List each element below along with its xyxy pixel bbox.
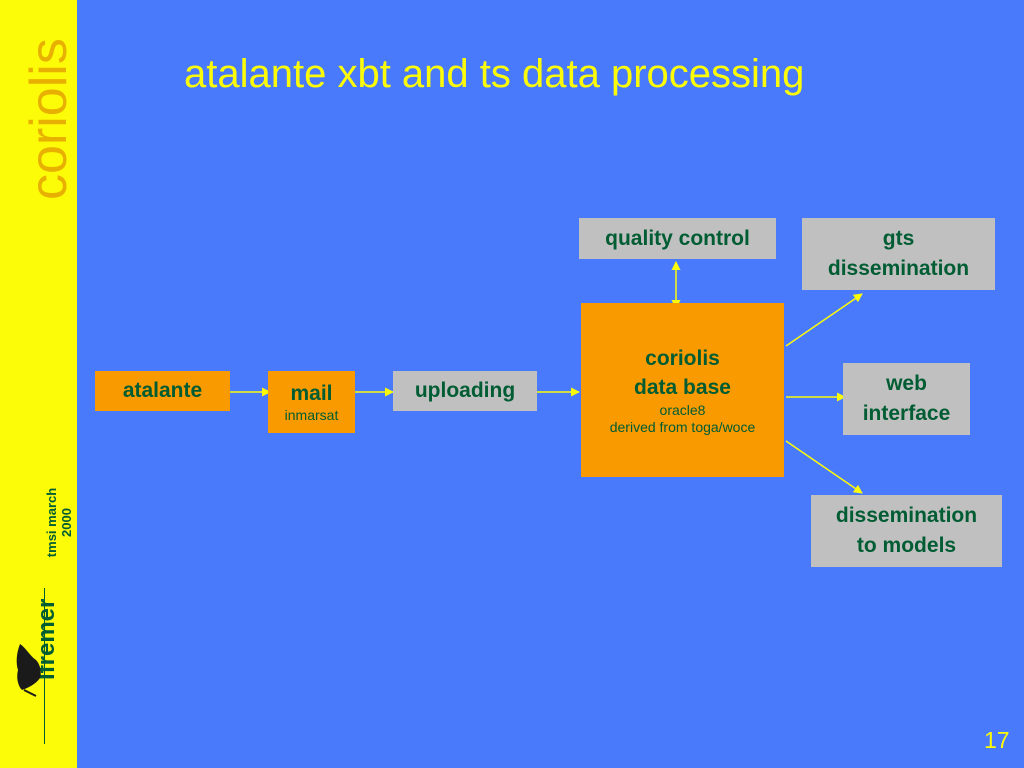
node-database-sub2: derived from toga/woce (609, 419, 756, 435)
page-number: 17 (984, 727, 1010, 753)
node-web-line2: interface (862, 402, 951, 425)
node-dissemination-to-models: dissemination to models (811, 495, 1002, 567)
arrow-database-to-gts (785, 293, 863, 347)
node-database-sub1: oracle8 (659, 402, 706, 418)
node-atalante: atalante (95, 371, 230, 411)
node-database-line1: coriolis (645, 347, 720, 370)
node-gts-line1: gts (882, 227, 915, 250)
node-mail: mail inmarsat (268, 371, 355, 433)
node-database-line2: data base (634, 376, 731, 399)
node-gts-dissemination: gts dissemination (802, 218, 995, 290)
node-models-line1: dissemination (835, 504, 978, 527)
node-gts-line2: dissemination (827, 257, 970, 280)
slide-title: atalante xbt and ts data processing (184, 52, 805, 96)
node-web-interface: web interface (843, 363, 970, 435)
arrow-database-to-models (785, 440, 863, 494)
node-mail-label: mail (290, 381, 333, 405)
sidebar-divider (44, 588, 45, 744)
node-quality-control-label: quality control (605, 226, 750, 250)
sidebar: coriolis tmsi march 2000 Ifremer (0, 0, 78, 768)
node-uploading: uploading (393, 371, 537, 411)
ifremer-logo-icon (16, 644, 41, 697)
node-quality-control: quality control (579, 218, 776, 259)
node-web-line1: web (886, 372, 927, 395)
node-models-line2: to models (856, 534, 957, 557)
node-uploading-label: uploading (414, 379, 516, 402)
node-mail-sublabel: inmarsat (284, 406, 339, 423)
node-coriolis-database: coriolis data base oracle8 derived from … (581, 303, 784, 477)
node-atalante-label: atalante (122, 379, 203, 402)
